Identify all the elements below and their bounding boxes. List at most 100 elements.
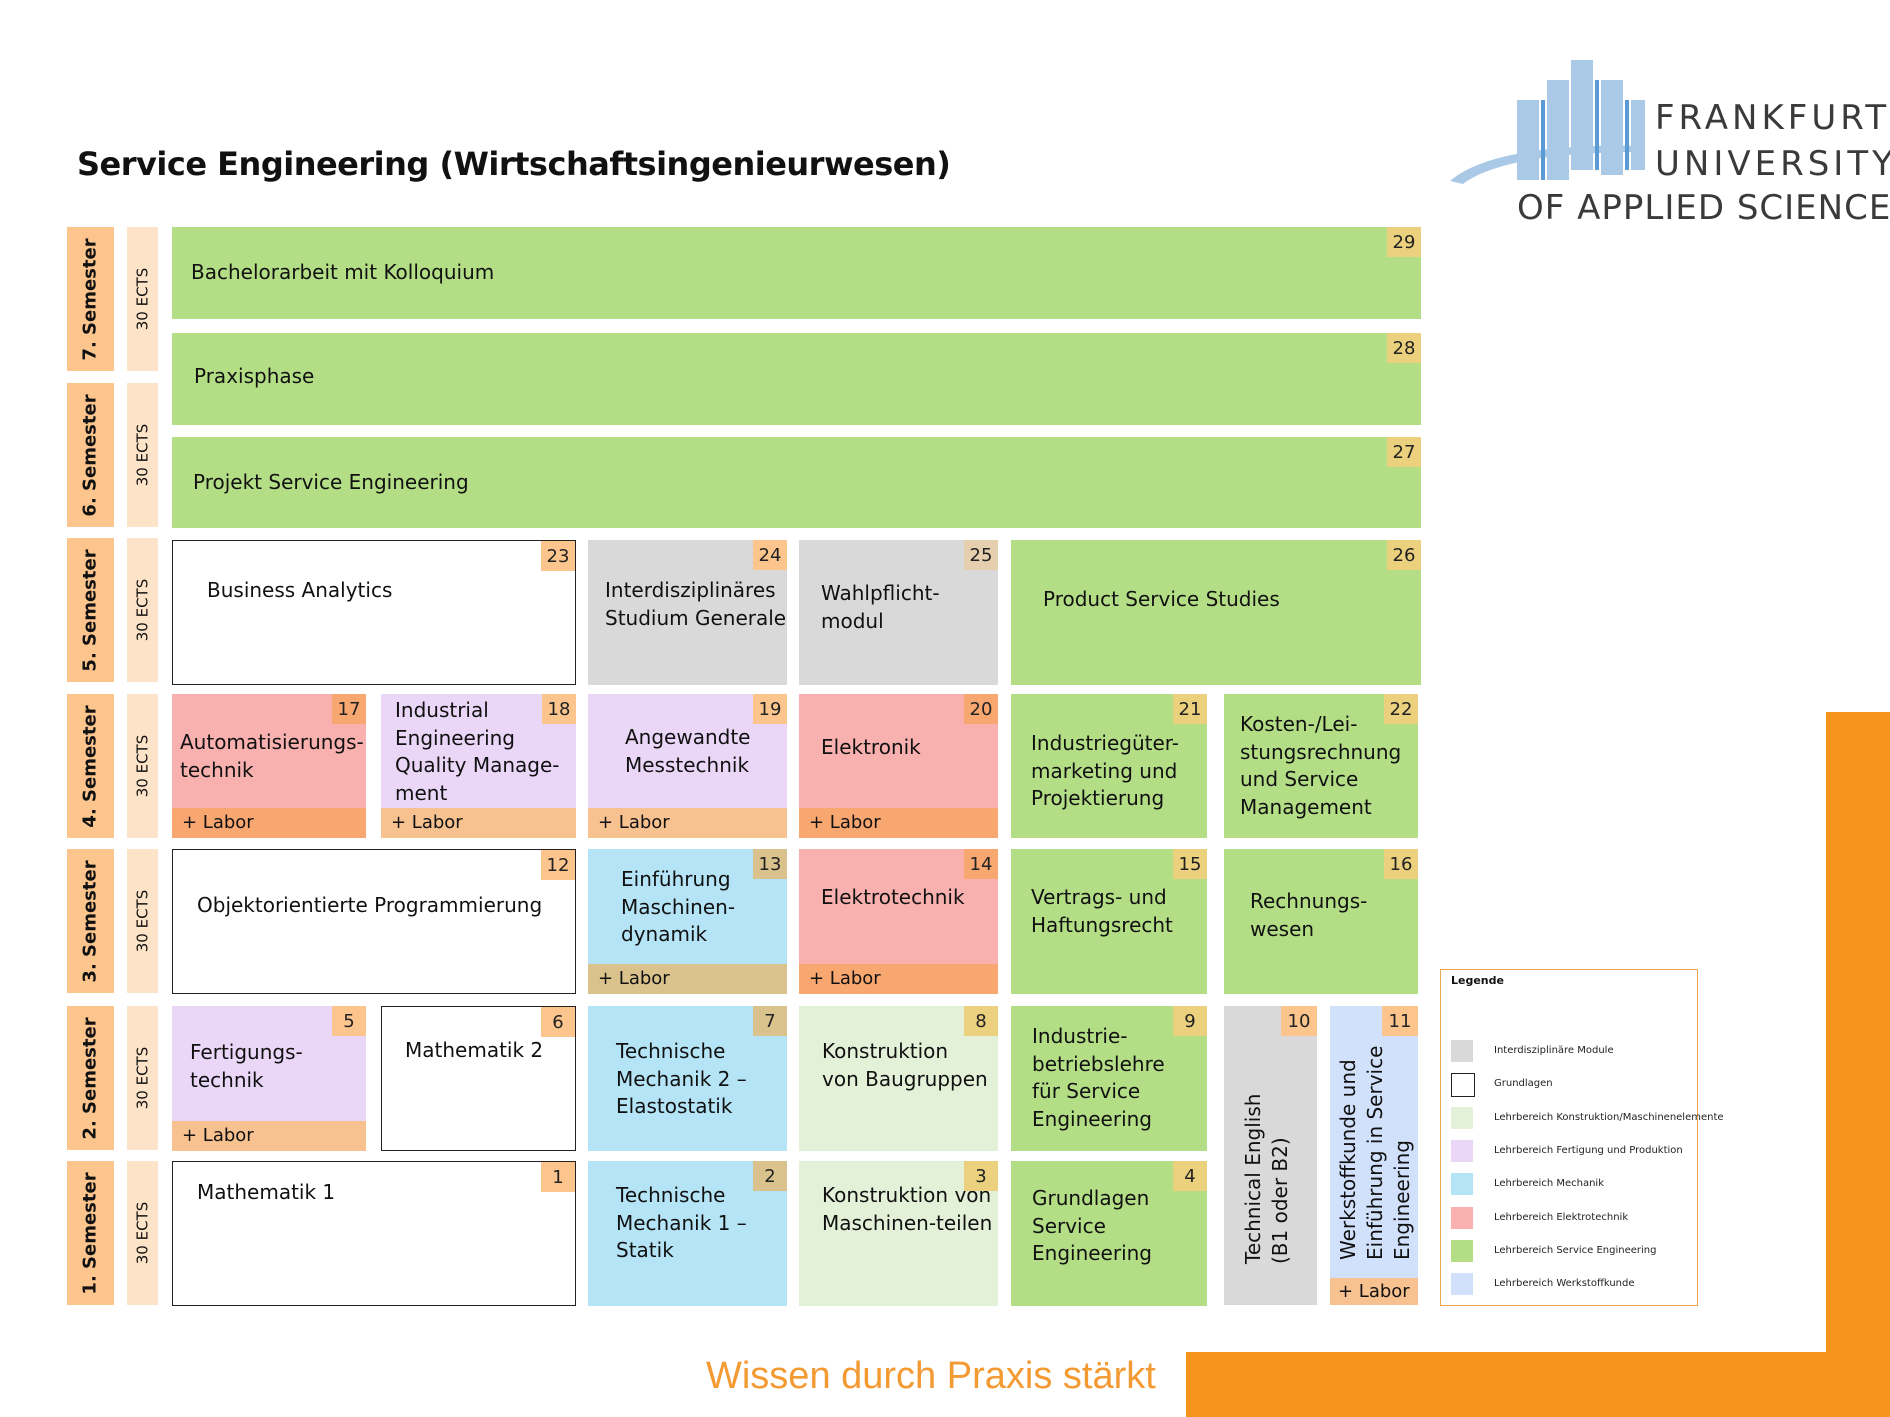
module-11: 11 Werkstoffkunde und Einführung in Serv…	[1330, 1006, 1418, 1305]
logo-buildings-icon	[1450, 60, 1645, 184]
legend-swatch	[1451, 1073, 1475, 1097]
legend-label: Interdisziplinäre Module	[1494, 1045, 1614, 1056]
semester-label: 2. Semester	[67, 1006, 114, 1150]
module-label: Mathematik 2	[405, 1038, 544, 1062]
module-1: Mathematik 1 1	[172, 1161, 576, 1306]
module-14: Elektrotechnik 14 + Labor	[799, 849, 998, 994]
legend-swatch	[1451, 1040, 1473, 1062]
ects-label-text: 30 ECTS	[133, 734, 152, 798]
semester-label: 4. Semester	[67, 694, 114, 838]
legend-label: Lehrbereich Fertigung und Produktion	[1494, 1145, 1683, 1156]
module-number: 6	[541, 1007, 575, 1037]
orange-side-bar	[1826, 712, 1890, 1417]
module-label: Fertigungs- technik	[190, 1040, 303, 1092]
module-number: 9	[1173, 1006, 1207, 1036]
labor-badge: + Labor	[172, 808, 366, 838]
ects-label-text: 30 ECTS	[133, 1046, 152, 1110]
legend: Legende Interdisziplinäre Module Grundla…	[1440, 969, 1724, 1306]
module-23: Business Analytics 23	[172, 540, 576, 685]
module-label: Wahlpflicht- modul	[821, 581, 940, 633]
ects-label: 30 ECTS	[127, 538, 158, 682]
module-label: Vertrags- und Haftungsrecht	[1031, 885, 1173, 937]
legend-label: Lehrbereich Service Engineering	[1494, 1245, 1657, 1256]
ects-label-text: 30 ECTS	[133, 578, 152, 642]
module-label: Grundlagen Service Engineering	[1032, 1186, 1152, 1265]
module-label: Elektronik	[821, 735, 921, 759]
module-label: Technical English (B1 oder B2)	[1241, 1093, 1292, 1264]
module-number: 12	[541, 850, 575, 880]
legend-swatch	[1451, 1107, 1473, 1129]
semester-label: 7. Semester	[67, 227, 114, 371]
ects-label: 30 ECTS	[127, 1006, 158, 1150]
labor-badge: + Labor	[172, 1121, 366, 1151]
university-logo: FRANKFURT UNIVERSITY OF APPLIED SCIENCES	[1445, 56, 1890, 228]
labor-badge: + Labor	[381, 808, 576, 838]
module-26: Product Service Studies 26	[1011, 540, 1421, 685]
labor-badge: + Labor	[588, 808, 787, 838]
module-number: 11	[1382, 1006, 1418, 1036]
ects-label-text: 30 ECTS	[133, 889, 152, 953]
legend-label: Lehrbereich Mechanik	[1494, 1178, 1604, 1189]
module-number: 17	[332, 694, 366, 724]
semester-label: 6. Semester	[67, 383, 114, 527]
logo-line-2: UNIVERSITY	[1655, 144, 1890, 184]
module-number: 19	[753, 694, 787, 724]
module-13: Einführung Maschinen- dynamik 13 + Labor	[588, 849, 787, 994]
module-number: 21	[1173, 694, 1207, 724]
module-5: Fertigungs- technik 5 + Labor	[172, 1006, 366, 1151]
module-number: 23	[541, 541, 575, 571]
ects-label-text: 30 ECTS	[133, 423, 152, 487]
module-label: Technische Mechanik 2 – Elastostatik	[616, 1039, 747, 1118]
ects-label: 30 ECTS	[127, 849, 158, 993]
module-20: Elektronik 20 + Labor	[799, 694, 998, 838]
module-number: 29	[1387, 227, 1421, 257]
module-label: Praxisphase	[194, 364, 315, 388]
module-number: 5	[332, 1006, 366, 1036]
module-label: Elektrotechnik	[821, 885, 965, 909]
legend-swatch	[1451, 1240, 1473, 1262]
module-number: 16	[1384, 849, 1418, 879]
module-25: Wahlpflicht- modul 25	[799, 540, 998, 685]
module-label: Rechnungs- wesen	[1250, 889, 1368, 941]
module-label: Interdisziplinäres Studium Generale	[605, 578, 787, 630]
module-number: 28	[1387, 333, 1421, 363]
legend-swatch	[1451, 1273, 1473, 1295]
module-label: Industriegüter- marketing und Projektier…	[1031, 731, 1179, 810]
module-8: Konstruktion von Baugruppen 8	[799, 1006, 998, 1151]
module-18: Industrial Engineering Quality Manage- m…	[381, 694, 576, 838]
semester-label-text: 5. Semester	[80, 548, 102, 672]
ects-label: 30 ECTS	[127, 694, 158, 838]
semester-label-text: 3. Semester	[80, 859, 102, 983]
module-label: Kosten-/Lei- stungsrechnung und Service …	[1240, 712, 1402, 819]
module-number: 14	[964, 849, 998, 879]
labor-badge: + Labor	[1330, 1278, 1418, 1305]
module-7: Technische Mechanik 2 – Elastostatik 7	[588, 1006, 787, 1151]
semester-label-text: 2. Semester	[80, 1016, 102, 1140]
module-label: Mathematik 1	[197, 1180, 336, 1204]
page-title: Service Engineering (Wirtschaftsingenieu…	[77, 145, 951, 183]
labor-badge: + Labor	[799, 964, 998, 994]
module-10: 10 Technical English (B1 oder B2)	[1224, 1006, 1317, 1305]
ects-label: 30 ECTS	[127, 383, 158, 527]
module-label: Product Service Studies	[1043, 587, 1280, 611]
ects-label-text: 30 ECTS	[133, 267, 152, 331]
module-number: 2	[753, 1161, 787, 1191]
module-number: 22	[1384, 694, 1418, 724]
module-9: Industrie- betriebslehre für Service Eng…	[1011, 1006, 1207, 1151]
legend-label: Lehrbereich Elektrotechnik	[1494, 1212, 1629, 1223]
module-number: 26	[1387, 540, 1421, 570]
module-label: Objektorientierte Programmierung	[197, 893, 543, 917]
ects-label: 30 ECTS	[127, 1161, 158, 1305]
module-number: 24	[753, 540, 787, 570]
module-label: Projekt Service Engineering	[193, 470, 469, 494]
module-12: Objektorientierte Programmierung 12	[172, 849, 576, 994]
semester-label-text: 1. Semester	[80, 1171, 102, 1295]
module-label: Technische Mechanik 1 – Statik	[616, 1183, 747, 1262]
module-29: Bachelorarbeit mit Kolloquium 29	[172, 227, 1421, 319]
legend-title: Legende	[1451, 974, 1504, 987]
legend-label: Lehrbereich Konstruktion/Maschinenelemen…	[1494, 1112, 1724, 1123]
module-21: Industriegüter- marketing und Projektier…	[1011, 694, 1207, 838]
module-number: 7	[753, 1006, 787, 1036]
orange-footer-bar	[1186, 1352, 1890, 1417]
ects-label: 30 ECTS	[127, 227, 158, 371]
